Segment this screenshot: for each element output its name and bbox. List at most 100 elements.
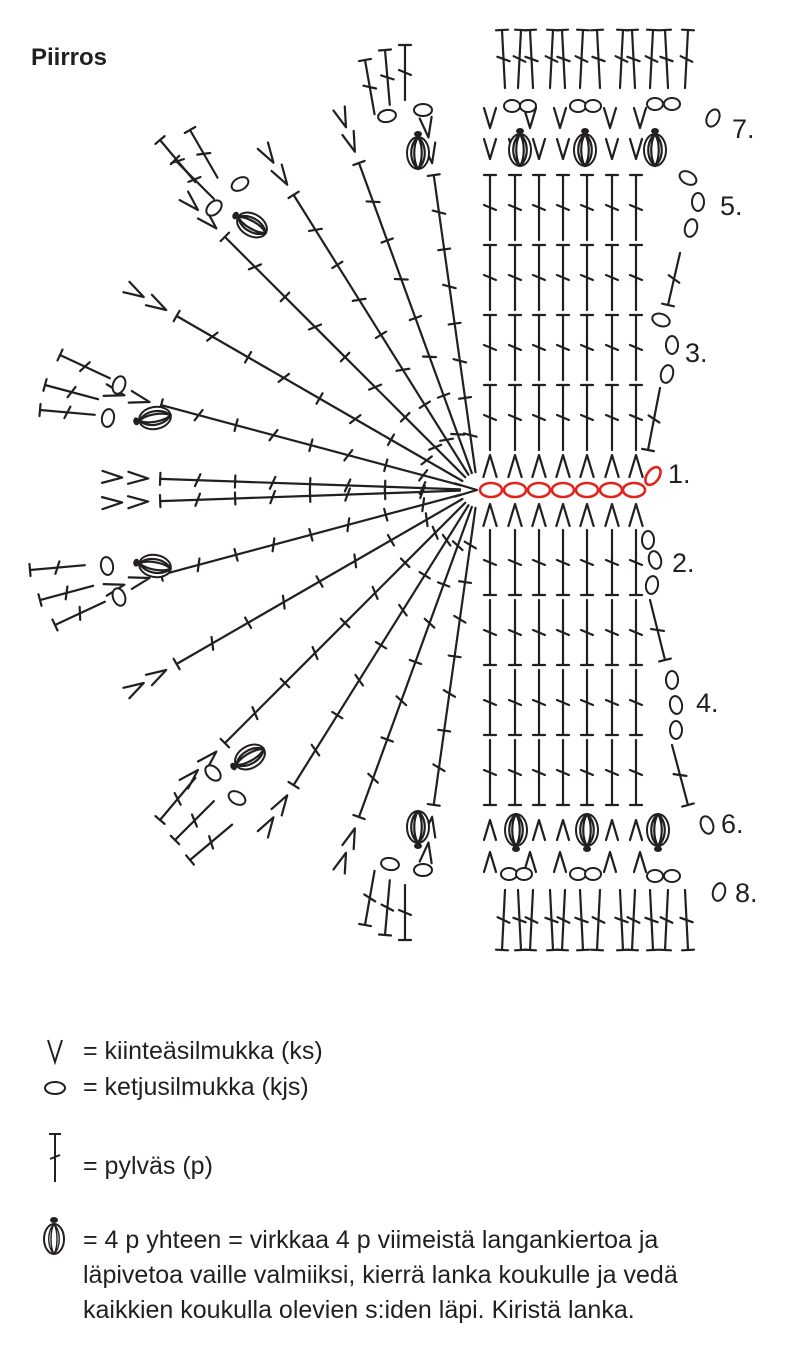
- treble-stitch: [38, 402, 96, 420]
- four-together-cluster: [573, 128, 597, 168]
- treble-stitch: [522, 888, 539, 952]
- treble-stitch: [679, 28, 696, 90]
- single-crochet: [256, 816, 275, 839]
- legend-chain-text: = ketjusilmukka (kjs): [83, 1073, 309, 1101]
- treble-stitch: [670, 743, 695, 808]
- chain-stitch: [500, 867, 518, 881]
- chain-stitch: [647, 550, 663, 570]
- single-crochet: [531, 502, 547, 528]
- single-crochet: [341, 129, 356, 153]
- single-crochet: [604, 502, 620, 528]
- treble-stitch: [531, 738, 547, 807]
- chain-stitch: [526, 481, 552, 499]
- treble-stitch: [657, 888, 674, 952]
- treble-stitch: [531, 668, 547, 737]
- treble-stitch: [579, 598, 595, 667]
- treble-stitch: [574, 888, 591, 952]
- chain-stitch: [574, 481, 600, 499]
- chain-stitch: [699, 815, 715, 835]
- single-crochet: [482, 106, 498, 130]
- chain-stitch: [691, 192, 705, 212]
- single-crochet: [178, 190, 200, 212]
- treble-stitch: [555, 243, 571, 312]
- treble-stitch: [386, 497, 464, 547]
- treble-stitch: [308, 487, 387, 503]
- treble-stitch: [589, 888, 606, 952]
- treble-stitch: [555, 313, 571, 382]
- treble-stitch: [579, 738, 595, 807]
- treble-stitch: [482, 528, 498, 597]
- treble-stitch: [447, 580, 467, 659]
- treble-stitch: [437, 655, 457, 733]
- treble-stitch: [579, 383, 595, 452]
- treble-stitch: [169, 154, 215, 200]
- diagram-title: Piirros: [31, 44, 108, 71]
- chain-stitch: [683, 218, 699, 238]
- treble-stitch: [628, 173, 644, 242]
- treble-stitch: [426, 729, 446, 807]
- chain-stitch: [377, 108, 397, 124]
- treble-stitch: [555, 528, 571, 597]
- treble-stitch: [56, 348, 111, 380]
- chain-stitch: [380, 856, 400, 872]
- chain-stitch: [569, 99, 587, 113]
- treble-stitch: [339, 351, 407, 419]
- treble-stitch-icon: [49, 1133, 61, 1182]
- treble-stitch: [399, 501, 467, 569]
- single-crochet: [555, 818, 571, 842]
- treble-stitch: [554, 888, 571, 952]
- single-crochet: [122, 681, 145, 700]
- single-crochet: [122, 280, 145, 299]
- treble-stitch: [331, 260, 383, 336]
- treble-stitch: [399, 411, 467, 479]
- treble-stitch: [544, 28, 561, 90]
- treble-stitch: [628, 668, 644, 737]
- single-crochet: [418, 115, 433, 139]
- treble-stitch: [512, 28, 529, 90]
- chain-stitch: [646, 869, 664, 883]
- single-crochet: [100, 496, 124, 511]
- four-together-cluster: [232, 211, 268, 239]
- treble-stitch: [482, 668, 498, 737]
- chain-stitch: [641, 530, 655, 550]
- treble-stitch: [512, 888, 529, 952]
- chain-stitch: [665, 670, 679, 690]
- chain-stitch: [584, 867, 602, 881]
- treble-stitch: [494, 28, 511, 90]
- legend-treble-text: = pylväs (p): [83, 1152, 213, 1180]
- treble-stitch: [315, 539, 393, 588]
- legend-four-together-line-1: = 4 p yhteen = virkkaa 4 p viimeistä lan…: [83, 1226, 659, 1254]
- chain-stitch: [651, 312, 671, 328]
- single-crochet: [144, 293, 168, 312]
- four-together-cluster: [646, 812, 670, 852]
- treble-stitch: [628, 528, 644, 597]
- treble-stitch: [308, 438, 387, 467]
- treble-stitch: [628, 738, 644, 807]
- single-crochet: [270, 794, 289, 817]
- legend-four-together-line-3: kaikkien koukulla olevien s:iden läpi. K…: [83, 1296, 635, 1324]
- treble-stitch: [614, 888, 631, 952]
- treble-stitch: [579, 243, 595, 312]
- four-together-cluster: [575, 812, 599, 852]
- treble-stitch: [219, 681, 287, 749]
- treble-stitch: [644, 28, 661, 90]
- treble-stitch: [661, 251, 682, 308]
- treble-stitch: [243, 350, 321, 400]
- treble-stitch: [357, 869, 377, 928]
- row-label-4: 4.: [696, 688, 719, 718]
- chain-stitch: [644, 465, 662, 487]
- treble-stitch: [507, 738, 523, 807]
- chain-stitch: [669, 720, 683, 740]
- chain-stitch: [678, 170, 698, 186]
- single-crochet: [531, 137, 547, 161]
- treble-stitch: [574, 28, 591, 90]
- treble-stitch: [437, 247, 457, 325]
- four-together-cluster: [643, 128, 667, 168]
- chain-stitch: [659, 364, 675, 384]
- chain-stitch: [413, 863, 433, 877]
- treble-stitch: [604, 668, 620, 737]
- treble-stitch: [426, 173, 447, 251]
- chain-stitch: [665, 335, 679, 355]
- treble-stitch: [604, 173, 620, 242]
- treble-stitch: [352, 738, 389, 821]
